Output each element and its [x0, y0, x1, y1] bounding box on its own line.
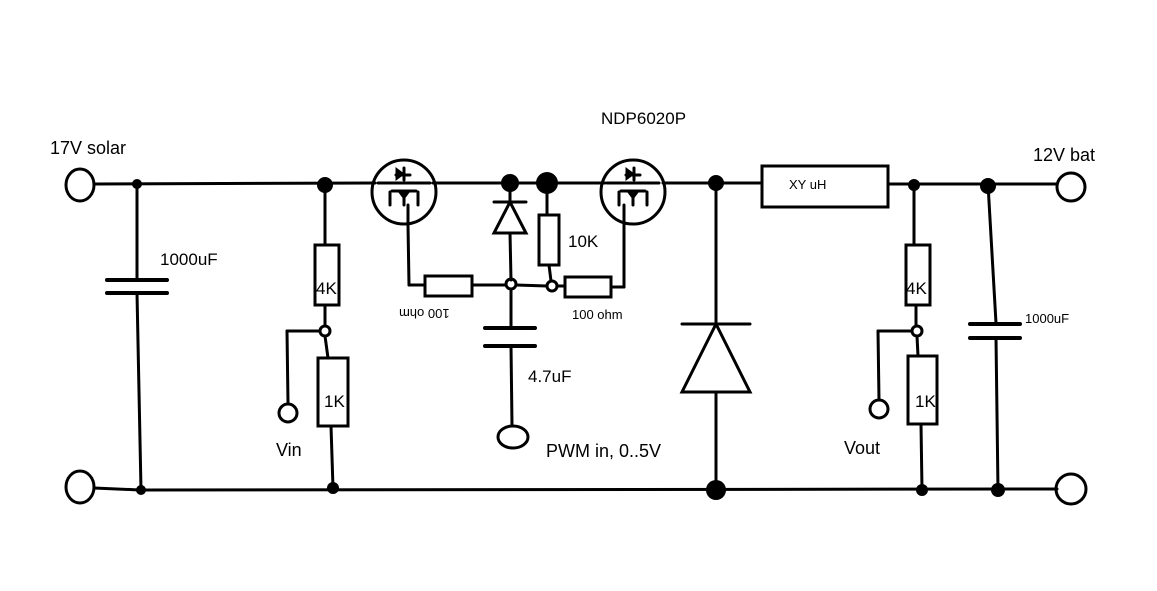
battery-output-label: 12V bat — [1033, 145, 1096, 165]
resistor-10k-label: 10K — [568, 232, 599, 251]
battery-terminal-negative — [1054, 472, 1088, 506]
mosfet-2-symbol — [599, 158, 667, 227]
gate-zener-diode — [491, 181, 529, 328]
gate-capacitor-label: 4.7uF — [528, 367, 572, 386]
resistor-1k-left-label: 1K — [324, 392, 345, 411]
output-capacitor — [968, 182, 1022, 492]
gate-resistor-left-label: 100 ohm — [399, 306, 450, 321]
resistor-4k-right-label: 4K — [906, 279, 927, 298]
gate-network-right — [514, 223, 626, 299]
inductor — [760, 164, 890, 209]
solar-terminal-positive — [64, 167, 96, 203]
inductor-label: XY uH — [789, 177, 827, 192]
mosfet-1-symbol — [370, 158, 438, 227]
input-capacitor — [105, 183, 169, 492]
output-capacitor-label: 1000uF — [1025, 311, 1070, 326]
gate-resistor-right-label: 100 ohm — [572, 307, 623, 322]
resistor-4k-left-label: 4K — [316, 279, 337, 298]
input-voltage-divider — [277, 183, 350, 490]
vin-label: Vin — [276, 440, 302, 460]
bottom-rail — [92, 486, 1059, 492]
mosfet-part-label: NDP6020P — [601, 109, 687, 128]
freewheel-diode — [679, 181, 753, 492]
pwm-input-label: PWM in, 0..5V — [546, 441, 662, 461]
solar-terminal-negative — [64, 469, 96, 505]
vout-label: Vout — [844, 438, 881, 458]
battery-terminal-positive — [1055, 171, 1087, 203]
gate-capacitor — [483, 326, 537, 450]
junction-dots — [132, 172, 1005, 500]
gate-network-left — [406, 223, 508, 298]
output-voltage-divider — [868, 182, 939, 492]
input-capacitor-label: 1000uF — [160, 250, 218, 269]
resistor-1k-right-label: 1K — [915, 392, 936, 411]
solar-input-label: 17V solar — [50, 138, 127, 158]
resistor-10k — [537, 181, 561, 293]
